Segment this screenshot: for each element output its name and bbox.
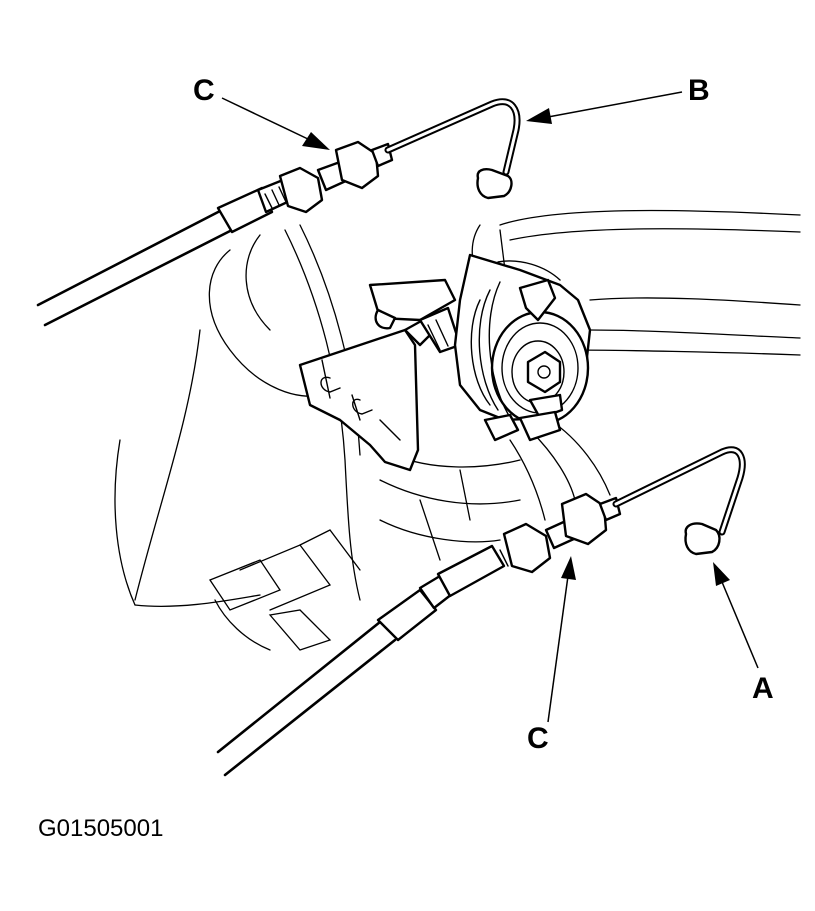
callout-a-leader	[713, 562, 759, 669]
adjusting-nut-lower-icon	[502, 492, 622, 574]
engine-background-outline	[114, 209, 801, 651]
cable-bracket-icon	[298, 278, 462, 472]
figure-code: G01505001	[38, 815, 163, 842]
throttle-cable-lower-icon	[216, 541, 525, 777]
throttle-drum-icon	[453, 253, 592, 442]
callout-c-lower-leader	[547, 556, 576, 723]
throttle-cable-upper-icon	[36, 176, 298, 327]
callout-b: B	[688, 74, 710, 107]
throttle-cable-end-a-icon	[612, 446, 746, 556]
callout-c-upper: C	[193, 74, 215, 107]
callout-a: A	[752, 672, 774, 705]
callout-c-lower: C	[527, 722, 549, 755]
callout-b-leader	[526, 91, 683, 124]
callout-c-upper-leader	[221, 97, 330, 150]
throttle-cable-end-b-icon	[384, 98, 521, 200]
adjusting-nut-icon	[278, 140, 394, 214]
